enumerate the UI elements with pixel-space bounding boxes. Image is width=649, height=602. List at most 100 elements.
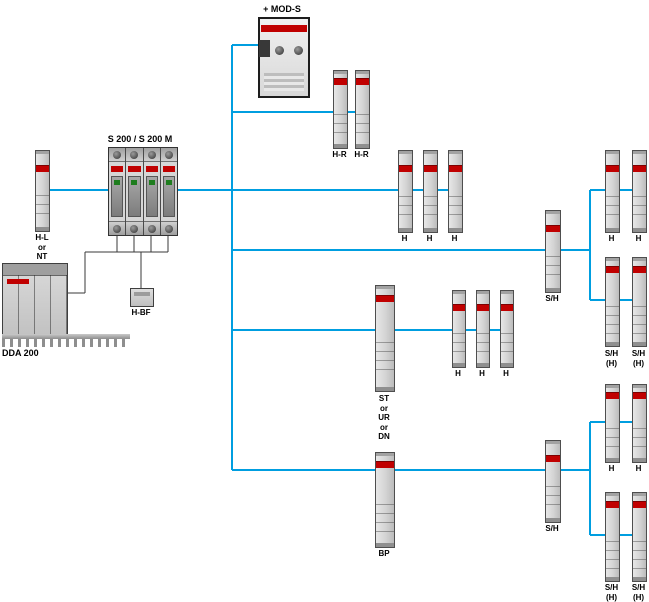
label-text: ST: [378, 394, 390, 403]
label-text: (H): [605, 358, 618, 368]
label-h-right-bottom-2: H: [625, 464, 649, 474]
accessory-s-h-h-right-bottom-2: [632, 492, 647, 582]
red-marker: [145, 166, 158, 172]
label-h-bf: H-BF: [127, 308, 155, 318]
label-s-h-bottom: S/H: [538, 524, 566, 534]
label-h-r-1: H-R: [326, 150, 353, 160]
label-text: H: [451, 234, 458, 243]
accessory-h-bf: [130, 288, 154, 307]
accessory-s-h-h-right-bottom-1: [605, 492, 620, 582]
label-dda200: DDA 200: [2, 348, 72, 359]
label-s-h-h-right-top-2: S/H (H): [625, 349, 649, 368]
aux-contact-h-mid-2: [476, 290, 490, 368]
label-h-right-top-1: H: [598, 234, 625, 244]
label-s-h-h-right-top-1: S/H (H): [598, 349, 625, 368]
label-text: or: [38, 242, 46, 252]
terminal-bottom: [109, 221, 126, 235]
connector-block: [259, 40, 270, 57]
label-text: or: [380, 403, 388, 413]
breaker-pole: [126, 148, 144, 235]
label-text: H-L: [35, 233, 49, 242]
label-text: (H): [632, 592, 645, 602]
screw-icon: [294, 46, 303, 55]
black-wires: [66, 234, 169, 294]
terminal-top: [160, 148, 177, 162]
accessory-h-r-1: [333, 70, 348, 149]
label-text: BP: [378, 549, 390, 558]
accessory-s-h-bottom: [545, 440, 561, 523]
label-st-ur-dn: ST or UR or DN: [372, 394, 396, 442]
label-text: H-BF: [131, 308, 151, 317]
aux-contact-h-right-bottom-2: [632, 384, 647, 463]
label-h-1: H: [391, 234, 418, 244]
label-bp: BP: [372, 549, 396, 559]
label-h-right-top-2: H: [625, 234, 649, 244]
label-text: UR: [378, 413, 390, 423]
screw-icon: [275, 46, 284, 55]
toggle: [111, 176, 124, 217]
label-h-mid-2: H: [469, 369, 495, 379]
label-text: H: [503, 369, 509, 378]
label-text: S/H: [631, 583, 646, 592]
rcd-block-dda200: [2, 263, 68, 336]
red-marker: [128, 166, 141, 172]
accessory-h-r-2: [355, 70, 370, 149]
label-s-h-top: S/H: [538, 294, 566, 304]
accessory-bp: [375, 452, 395, 548]
label-text: H-R: [354, 150, 369, 159]
label-s200: S 200 / S 200 M: [94, 134, 186, 145]
terminal-bottom: [126, 221, 143, 235]
red-marker: [111, 166, 124, 172]
terminal-top: [109, 148, 126, 162]
label-s-h-h-right-bottom-1: S/H (H): [598, 583, 625, 602]
toggle: [145, 176, 158, 217]
aux-contact-h-right-bottom-1: [605, 384, 620, 463]
label-text: H: [608, 464, 615, 473]
busbar-comb: [2, 334, 130, 347]
label-text: or: [380, 422, 388, 432]
terminal-bottom: [143, 221, 160, 235]
aux-contact-h-3: [448, 150, 463, 233]
red-marker: [162, 166, 175, 172]
label-text: S/H: [545, 294, 559, 303]
label-text: H: [608, 234, 615, 243]
label-h-2: H: [416, 234, 443, 244]
label-text: DDA 200: [2, 348, 39, 358]
label-text: S/H: [631, 349, 646, 358]
aux-contact-h-mid-3: [500, 290, 514, 368]
label-text: DN: [378, 432, 390, 442]
release-st-ur-dn: [375, 285, 395, 392]
accessory-s-h-h-right-top-2: [632, 257, 647, 347]
breaker-pole: [143, 148, 161, 235]
toggle: [162, 176, 175, 217]
label-text: S/H: [604, 349, 619, 358]
label-h-r-2: H-R: [348, 150, 375, 160]
label-h-right-bottom-1: H: [598, 464, 625, 474]
aux-contact-h-2: [423, 150, 438, 233]
label-h-mid-1: H: [445, 369, 471, 379]
circuit-breaker-s200: [108, 147, 178, 236]
label-s-h-h-right-bottom-2: S/H (H): [625, 583, 649, 602]
breaker-pole: [109, 148, 127, 235]
terminal-bottom: [160, 221, 177, 235]
terminal-top: [143, 148, 160, 162]
toggle: [128, 176, 141, 217]
label-text: H: [479, 369, 485, 378]
breaker-pole: [160, 148, 177, 235]
aux-contact-h-mid-1: [452, 290, 466, 368]
label-text: S 200 / S 200 M: [107, 134, 173, 144]
accessory-h-l-nt: [35, 150, 50, 232]
label-text: (H): [605, 592, 618, 602]
label-text: S/H: [604, 583, 619, 592]
label-text: H: [635, 464, 642, 473]
module-mod-s: [258, 17, 310, 98]
label-text: + MOD-S: [263, 4, 301, 14]
label-h-3: H: [441, 234, 468, 244]
label-text: NT: [36, 252, 48, 262]
aux-contact-h-right-top-2: [632, 150, 647, 233]
label-text: H: [455, 369, 461, 378]
aux-contact-h-right-top-1: [605, 150, 620, 233]
label-text: H: [401, 234, 408, 243]
accessory-s-h-h-right-top-1: [605, 257, 620, 347]
